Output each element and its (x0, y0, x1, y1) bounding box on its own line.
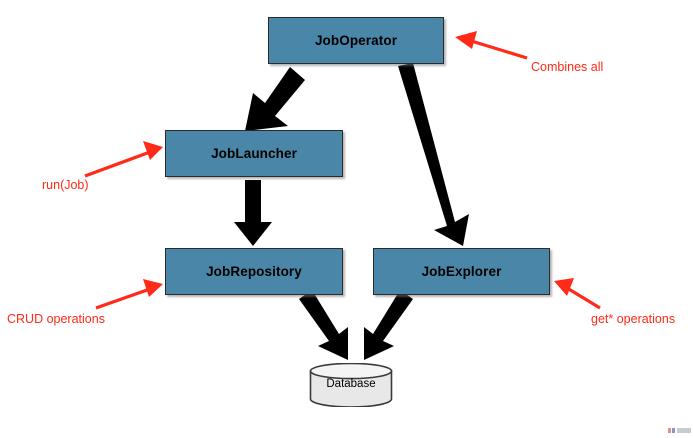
connector-joblauncher-to-jobrepository (234, 180, 272, 246)
node-job-repository-label: JobRepository (206, 264, 302, 279)
annotation-label-run-job: run(Job) (42, 178, 89, 192)
database-cylinder-icon[interactable] (309, 363, 393, 407)
annotation-arrow-combines-all (455, 31, 528, 60)
annotation-arrow-run-job (84, 141, 163, 178)
annotation-arrow-crud-operations (95, 279, 163, 310)
connector-jobrepository-to-database (299, 290, 348, 360)
corner-artifact (668, 428, 691, 433)
node-job-operator-label: JobOperator (314, 33, 398, 48)
database-label: Database (326, 378, 376, 390)
node-job-explorer[interactable]: JobExplorer (373, 248, 550, 295)
node-job-repository[interactable]: JobRepository (165, 248, 343, 295)
annotation-label-combines-all: Combines all (531, 60, 604, 74)
annotation-arrow-get-operations (554, 278, 601, 310)
connector-joboperator-to-jobexplorer (398, 63, 469, 246)
annotation-label-crud-operations: CRUD operations (7, 312, 105, 326)
connector-joboperator-to-joblauncher (245, 67, 305, 131)
connector-jobexplorer-to-database (364, 290, 413, 360)
node-job-launcher[interactable]: JobLauncher (165, 130, 343, 177)
node-job-explorer-label: JobExplorer (421, 264, 502, 279)
node-job-launcher-label: JobLauncher (211, 146, 297, 161)
node-job-operator[interactable]: JobOperator (268, 17, 444, 64)
annotation-label-get-operations: get* operations (591, 312, 676, 326)
